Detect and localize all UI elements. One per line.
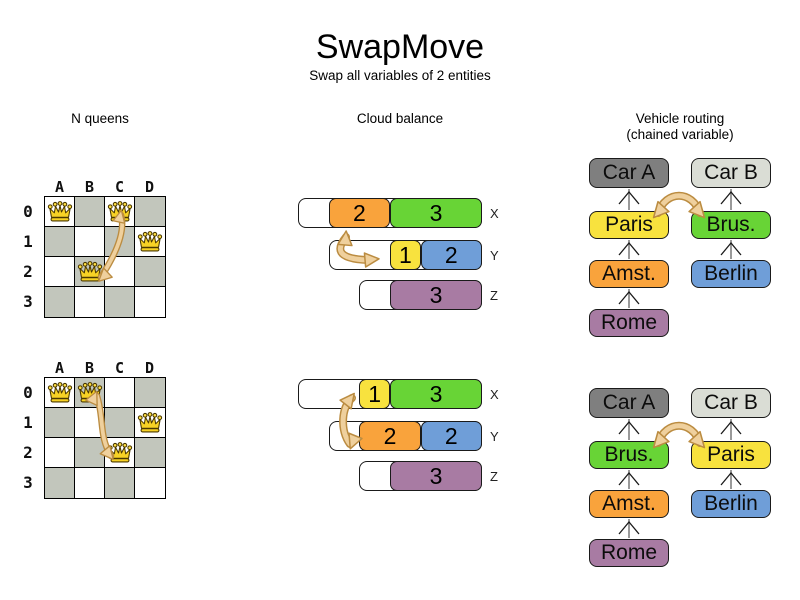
process-block: 3 [390,461,482,491]
queen-icon [137,411,163,435]
row-label: 3 [23,473,33,492]
vehicle-box: Rome [589,539,669,567]
row-label: 2 [23,262,33,281]
board-cell [105,227,135,257]
board-cell [105,257,135,287]
page-title: SwapMove [315,28,485,66]
chain-arrowhead-icon [618,520,640,535]
row-label: 1 [23,232,33,251]
queen-icon [77,381,103,405]
board-cell [135,378,165,408]
chain-arrowhead-icon [720,190,742,205]
board-cell [105,378,135,408]
board-cell [135,257,165,287]
process-block: 3 [390,280,482,310]
chain-arrowhead-icon [618,290,640,305]
chain-arrowhead-icon [618,420,640,435]
queen-icon [107,200,133,224]
board-cell [75,438,105,468]
column-label: B [84,359,95,377]
queen-icon [77,260,103,284]
section-sublabel-vehicle: (chained variable) [626,127,734,142]
chain-arrowhead-icon [618,241,640,256]
board-cell [45,227,75,257]
board-cell [135,468,165,498]
computer-label: Z [490,469,498,484]
row-label: 3 [23,292,33,311]
vehicle-box: Paris [589,211,669,239]
vehicle-box: Car A [589,388,669,418]
board-cell [75,287,105,317]
board-cell [75,468,105,498]
vehicle-box: Car A [589,158,669,188]
process-block: 2 [420,421,482,451]
row-label: 2 [23,443,33,462]
vehicle-box: Brus. [691,211,771,239]
vehicle-box: Berlin [691,260,771,288]
chess-board [44,377,166,499]
vehicle-box: Berlin [691,490,771,518]
process-block: 2 [359,421,421,451]
queen-icon [107,441,133,465]
column-label: A [54,359,65,377]
computer-label: Z [490,288,498,303]
board-cell [105,408,135,438]
page-subtitle: Swap all variables of 2 entities [309,68,491,83]
board-cell [45,468,75,498]
chain-arrowhead-icon [618,190,640,205]
vehicle-box: Rome [589,309,669,337]
chain-arrowhead-icon [618,471,640,486]
row-label: 1 [23,413,33,432]
row-label: 0 [23,383,33,402]
section-label-vehicle: Vehicle routing [635,111,725,126]
board-cell [135,197,165,227]
queen-icon [137,230,163,254]
board-cell [45,257,75,287]
board-cell [135,287,165,317]
computer-label: X [490,387,499,402]
process-block: 2 [328,198,390,228]
column-label: C [114,178,125,196]
process-block: 1 [359,379,391,409]
vehicle-box: Brus. [589,441,669,469]
process-block: 3 [390,379,482,409]
chain-arrowhead-icon [720,471,742,486]
vehicle-box: Car B [691,158,771,188]
section-label-nqueens: N queens [71,111,129,126]
board-cell [135,438,165,468]
column-label: D [144,359,155,377]
vehicle-box: Amst. [589,260,669,288]
board-cell [45,287,75,317]
computer-label: Y [490,248,499,263]
computer-label: X [490,206,499,221]
board-cell [75,408,105,438]
column-label: D [144,178,155,196]
process-block: 2 [420,240,482,270]
section-label-cloud: Cloud balance [356,111,444,126]
vehicle-box: Paris [691,441,771,469]
vehicle-box: Amst. [589,490,669,518]
column-label: A [54,178,65,196]
board-cell [45,438,75,468]
chain-arrowhead-icon [720,420,742,435]
computer-label: Y [490,429,499,444]
process-block: 3 [390,198,482,228]
column-label: C [114,359,125,377]
queen-icon [47,200,73,224]
queen-icon [47,381,73,405]
vehicle-box: Car B [691,388,771,418]
board-cell [105,468,135,498]
chain-arrowhead-icon [720,241,742,256]
board-cell [75,227,105,257]
process-block: 1 [390,240,421,270]
column-label: B [84,178,95,196]
chess-board [44,196,166,318]
row-label: 0 [23,202,33,221]
board-cell [105,287,135,317]
board-cell [75,197,105,227]
board-cell [45,408,75,438]
